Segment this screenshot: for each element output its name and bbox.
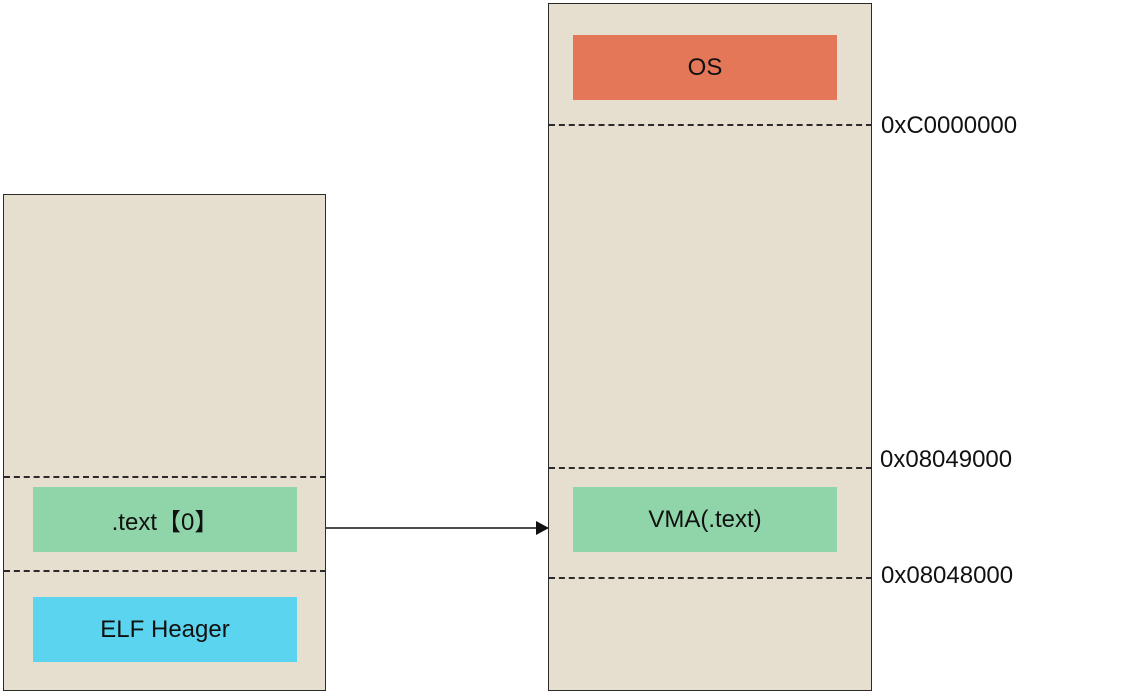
file-divider-upper — [4, 476, 326, 478]
file-divider-lower — [4, 570, 326, 572]
text-start-line — [549, 577, 872, 579]
vma-text-block: VMA(.text) — [573, 487, 837, 552]
elf-header-block: ELF Heager — [33, 597, 297, 662]
os-block: OS — [573, 35, 837, 100]
text-end-line — [549, 467, 872, 469]
address-label-text-start: 0x08048000 — [881, 562, 1014, 589]
virtual-memory-panel — [548, 3, 872, 691]
text-section-block: .text【0】 — [33, 487, 297, 552]
address-label-text-end: 0x08049000 — [880, 446, 1013, 473]
kernel-boundary-line — [549, 124, 872, 126]
address-label-kernel-base: 0xC0000000 — [881, 112, 1018, 139]
